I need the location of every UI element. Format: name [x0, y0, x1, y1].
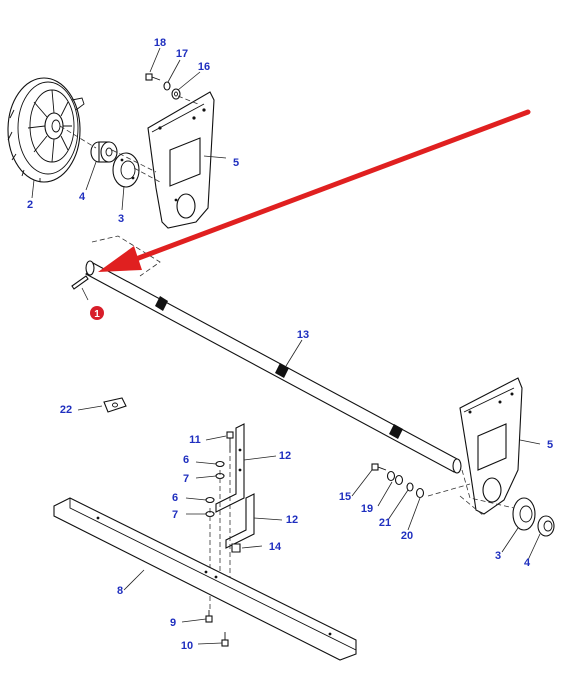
callout-22: 22 [60, 404, 72, 416]
lock-washer-17 [163, 81, 171, 91]
nut-20 [415, 487, 425, 499]
callout-10: 10 [181, 640, 193, 652]
callout-2: 2 [27, 199, 33, 211]
bearing-left [90, 141, 118, 163]
callout-14: 14 [269, 541, 282, 553]
leader-lines [31, 47, 541, 645]
callout-4-bottom: 4 [524, 557, 531, 569]
callout-3-top: 3 [118, 213, 124, 225]
main-shaft [85, 260, 462, 474]
bolt-15 [371, 463, 387, 471]
nut-14 [231, 543, 241, 553]
callout-18: 18 [154, 37, 166, 49]
callout-16: 16 [198, 61, 210, 73]
scraper-blade [53, 497, 357, 661]
bearing-right [537, 515, 555, 537]
bracket-lower [225, 493, 255, 549]
callout-7-lower: 7 [172, 509, 178, 521]
highlight-marker-label: 1 [94, 309, 100, 320]
callout-12-lower: 12 [286, 514, 298, 526]
flange-right [512, 497, 536, 531]
lock-washer-21 [406, 482, 414, 492]
callout-4-top: 4 [79, 191, 86, 203]
bracket-upper [215, 423, 245, 513]
bolt-9 [205, 610, 213, 623]
callout-15: 15 [339, 491, 351, 503]
callout-13: 13 [297, 329, 309, 341]
callout-12-upper: 12 [279, 450, 291, 462]
callout-19: 19 [361, 503, 373, 515]
callout-labels: 18 17 16 5 2 4 3 13 22 11 12 6 7 6 7 12 … [27, 37, 553, 652]
bolt-18 [145, 73, 161, 81]
callout-17: 17 [176, 48, 188, 60]
highlight-marker: 1 [90, 306, 104, 320]
callout-6-upper: 6 [183, 454, 189, 466]
callout-5-bottom: 5 [547, 439, 553, 451]
callout-6-lower: 6 [172, 492, 178, 504]
flange-left [112, 152, 140, 188]
highlight-arrow [98, 109, 531, 272]
side-plate-right [459, 377, 523, 515]
callout-20: 20 [401, 530, 413, 542]
small-plate-22 [103, 397, 127, 413]
drive-wheel [7, 77, 85, 183]
washer-6-lower [205, 496, 215, 504]
side-plate-left [147, 91, 215, 229]
callout-21: 21 [379, 517, 391, 529]
key-pin [71, 275, 89, 290]
callout-3-bottom: 3 [495, 550, 501, 562]
callout-8: 8 [117, 585, 123, 597]
washer-6-upper [215, 460, 225, 468]
callout-5-top: 5 [233, 157, 239, 169]
washer-19 [386, 470, 404, 486]
bolt-10 [221, 632, 229, 647]
callout-7-upper: 7 [183, 473, 189, 485]
callout-11: 11 [189, 434, 201, 446]
callout-9: 9 [170, 617, 176, 629]
washer-16 [171, 88, 181, 100]
